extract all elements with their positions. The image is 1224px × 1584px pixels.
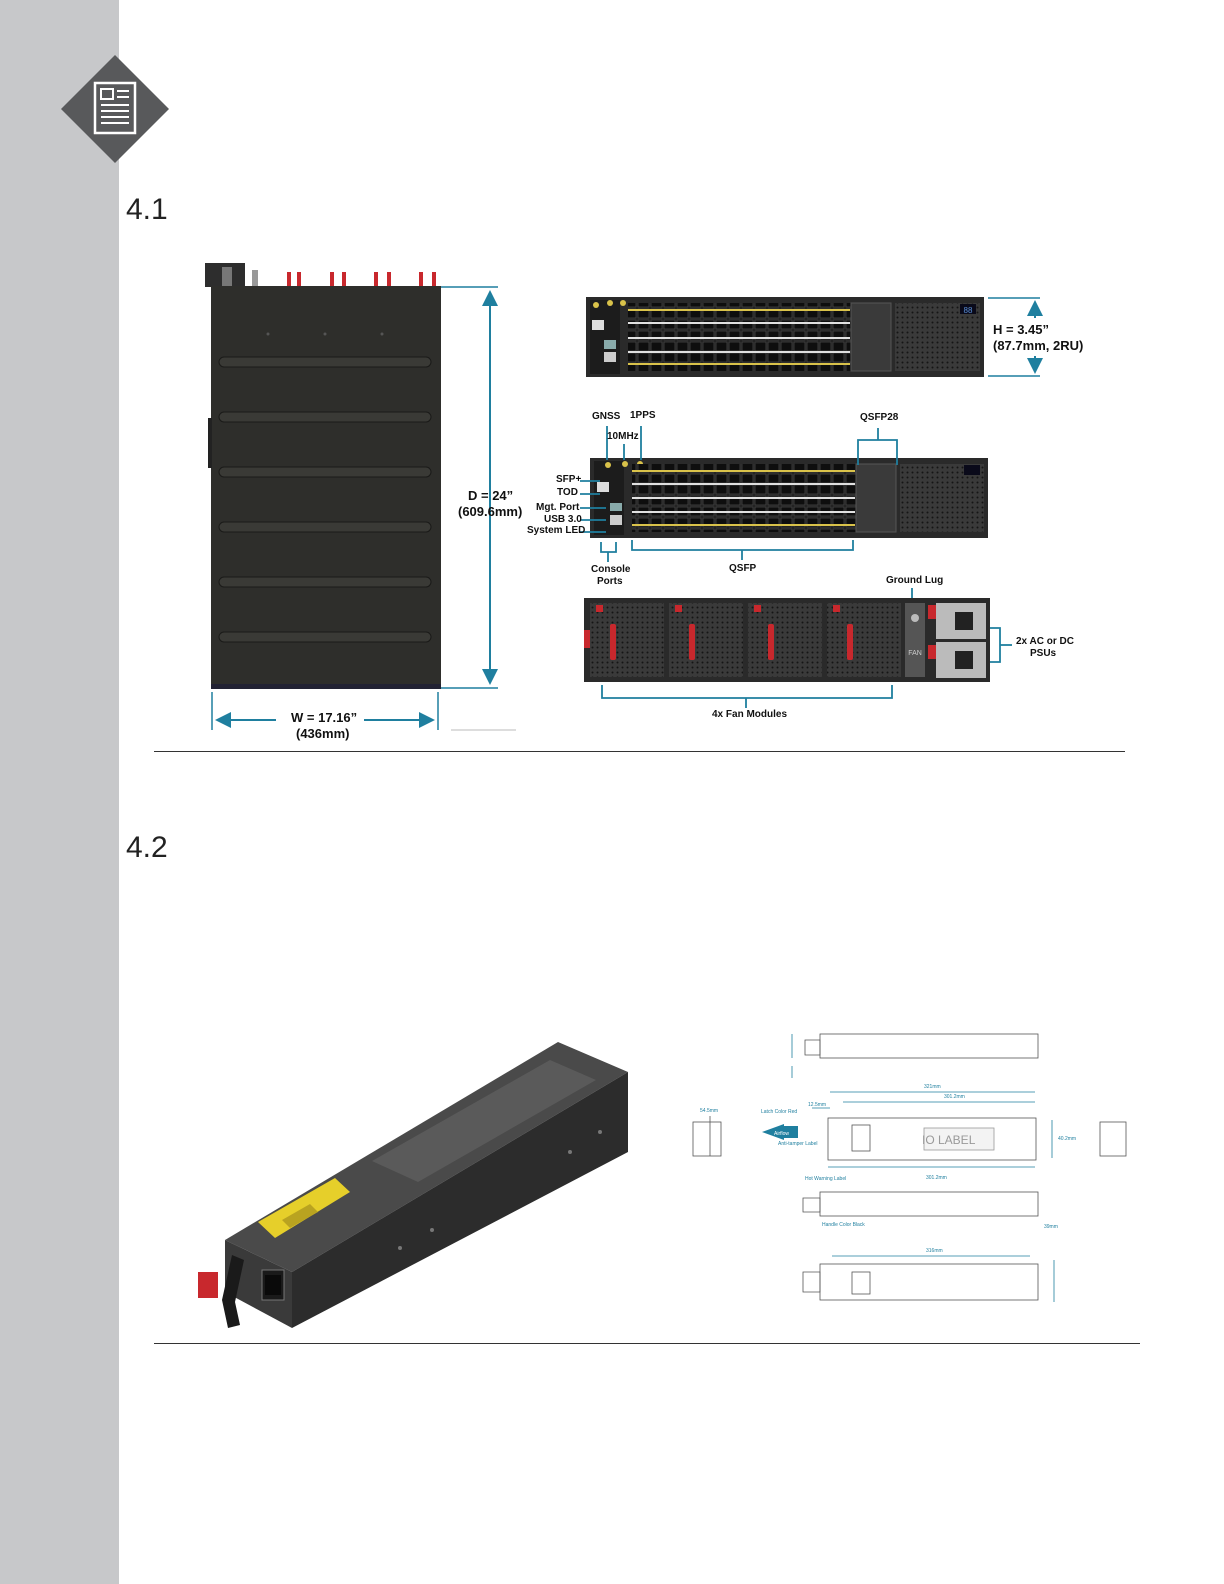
- switch-dimensions-figure: 88: [205, 263, 1043, 731]
- note-hot-warning: Hot Warning Label: [805, 1176, 846, 1182]
- callout-qsfp28: QSFP28: [860, 412, 899, 423]
- width-sub: (436mm): [296, 726, 350, 741]
- fan-text: FAN: [908, 650, 922, 657]
- callout-mgt-port: Mgt. Port: [536, 502, 580, 513]
- callout-1pps: 1PPS: [630, 410, 656, 421]
- callout-gnss: GNSS: [592, 411, 621, 422]
- callout-tod: TOD: [557, 487, 578, 498]
- figure-divider: [154, 751, 1125, 752]
- dim-54mm: 54.5mm: [700, 1108, 718, 1114]
- airflow-text: Airflow: [774, 1131, 789, 1137]
- note-anti-tamper: Anti-tamper Label: [778, 1141, 817, 1147]
- dim-40mm: 40.2mm: [1058, 1136, 1076, 1142]
- note-handle: Handle Color Black: [822, 1222, 865, 1228]
- psu-figure: Airflow IO LABEL 321mm 301.2mm 301.2mm 3…: [198, 1033, 1127, 1328]
- dim-316mm: 316mm: [926, 1248, 943, 1254]
- psu-top-drawing: [692, 1091, 1127, 1168]
- callout-sfp: SFP+: [556, 474, 582, 485]
- callout-console: Console: [591, 564, 631, 575]
- callout-qsfp: QSFP: [729, 563, 757, 574]
- callout-10mhz: 10MHz: [607, 431, 639, 442]
- chassis-front-view: 88: [586, 297, 984, 377]
- callout-usb: USB 3.0: [544, 514, 582, 525]
- section-number: 4.1: [126, 193, 168, 226]
- callout-system-led: System LED: [527, 525, 586, 536]
- dim-39mm: 39mm: [1044, 1224, 1058, 1230]
- psu-side-profile: [791, 1033, 1039, 1078]
- depth-label: D = 24”: [468, 488, 514, 503]
- section-number: 4.2: [126, 831, 168, 864]
- callout-fan-modules: 4x Fan Modules: [712, 709, 788, 720]
- io-label: IO LABEL: [922, 1133, 976, 1147]
- chassis-rear-view: FAN: [584, 598, 990, 682]
- psu-bottom-drawing: [802, 1191, 1055, 1302]
- note-latch: Latch Color Red: [761, 1109, 797, 1115]
- dim-301mm: 301.2mm: [944, 1094, 965, 1100]
- dim-301mm-bottom: 301.2mm: [926, 1175, 947, 1181]
- sidebar: [0, 0, 119, 1584]
- callout-ground-lug: Ground Lug: [886, 575, 944, 586]
- height-sub: (87.7mm, 2RU): [993, 338, 1084, 353]
- depth-sub: (609.6mm): [458, 504, 523, 519]
- document-icon: [61, 55, 169, 163]
- airflow-arrow: Airflow: [762, 1124, 798, 1140]
- figure-divider: [154, 1343, 1140, 1344]
- psu-isometric-view: [198, 1042, 628, 1328]
- dim-321mm: 321mm: [924, 1084, 941, 1090]
- display-digits: 88: [964, 306, 973, 315]
- width-label: W = 17.16”: [291, 710, 358, 725]
- callout-psu-sub: PSUs: [1030, 648, 1057, 659]
- callout-psu: 2x AC or DC: [1016, 636, 1074, 647]
- chassis-front-view-labelled: [590, 458, 988, 538]
- height-label: H = 3.45”: [993, 322, 1050, 337]
- chassis-top-view: [205, 263, 441, 689]
- callout-ports: Ports: [597, 576, 623, 587]
- dim-12mm: 12.5mm: [808, 1102, 826, 1108]
